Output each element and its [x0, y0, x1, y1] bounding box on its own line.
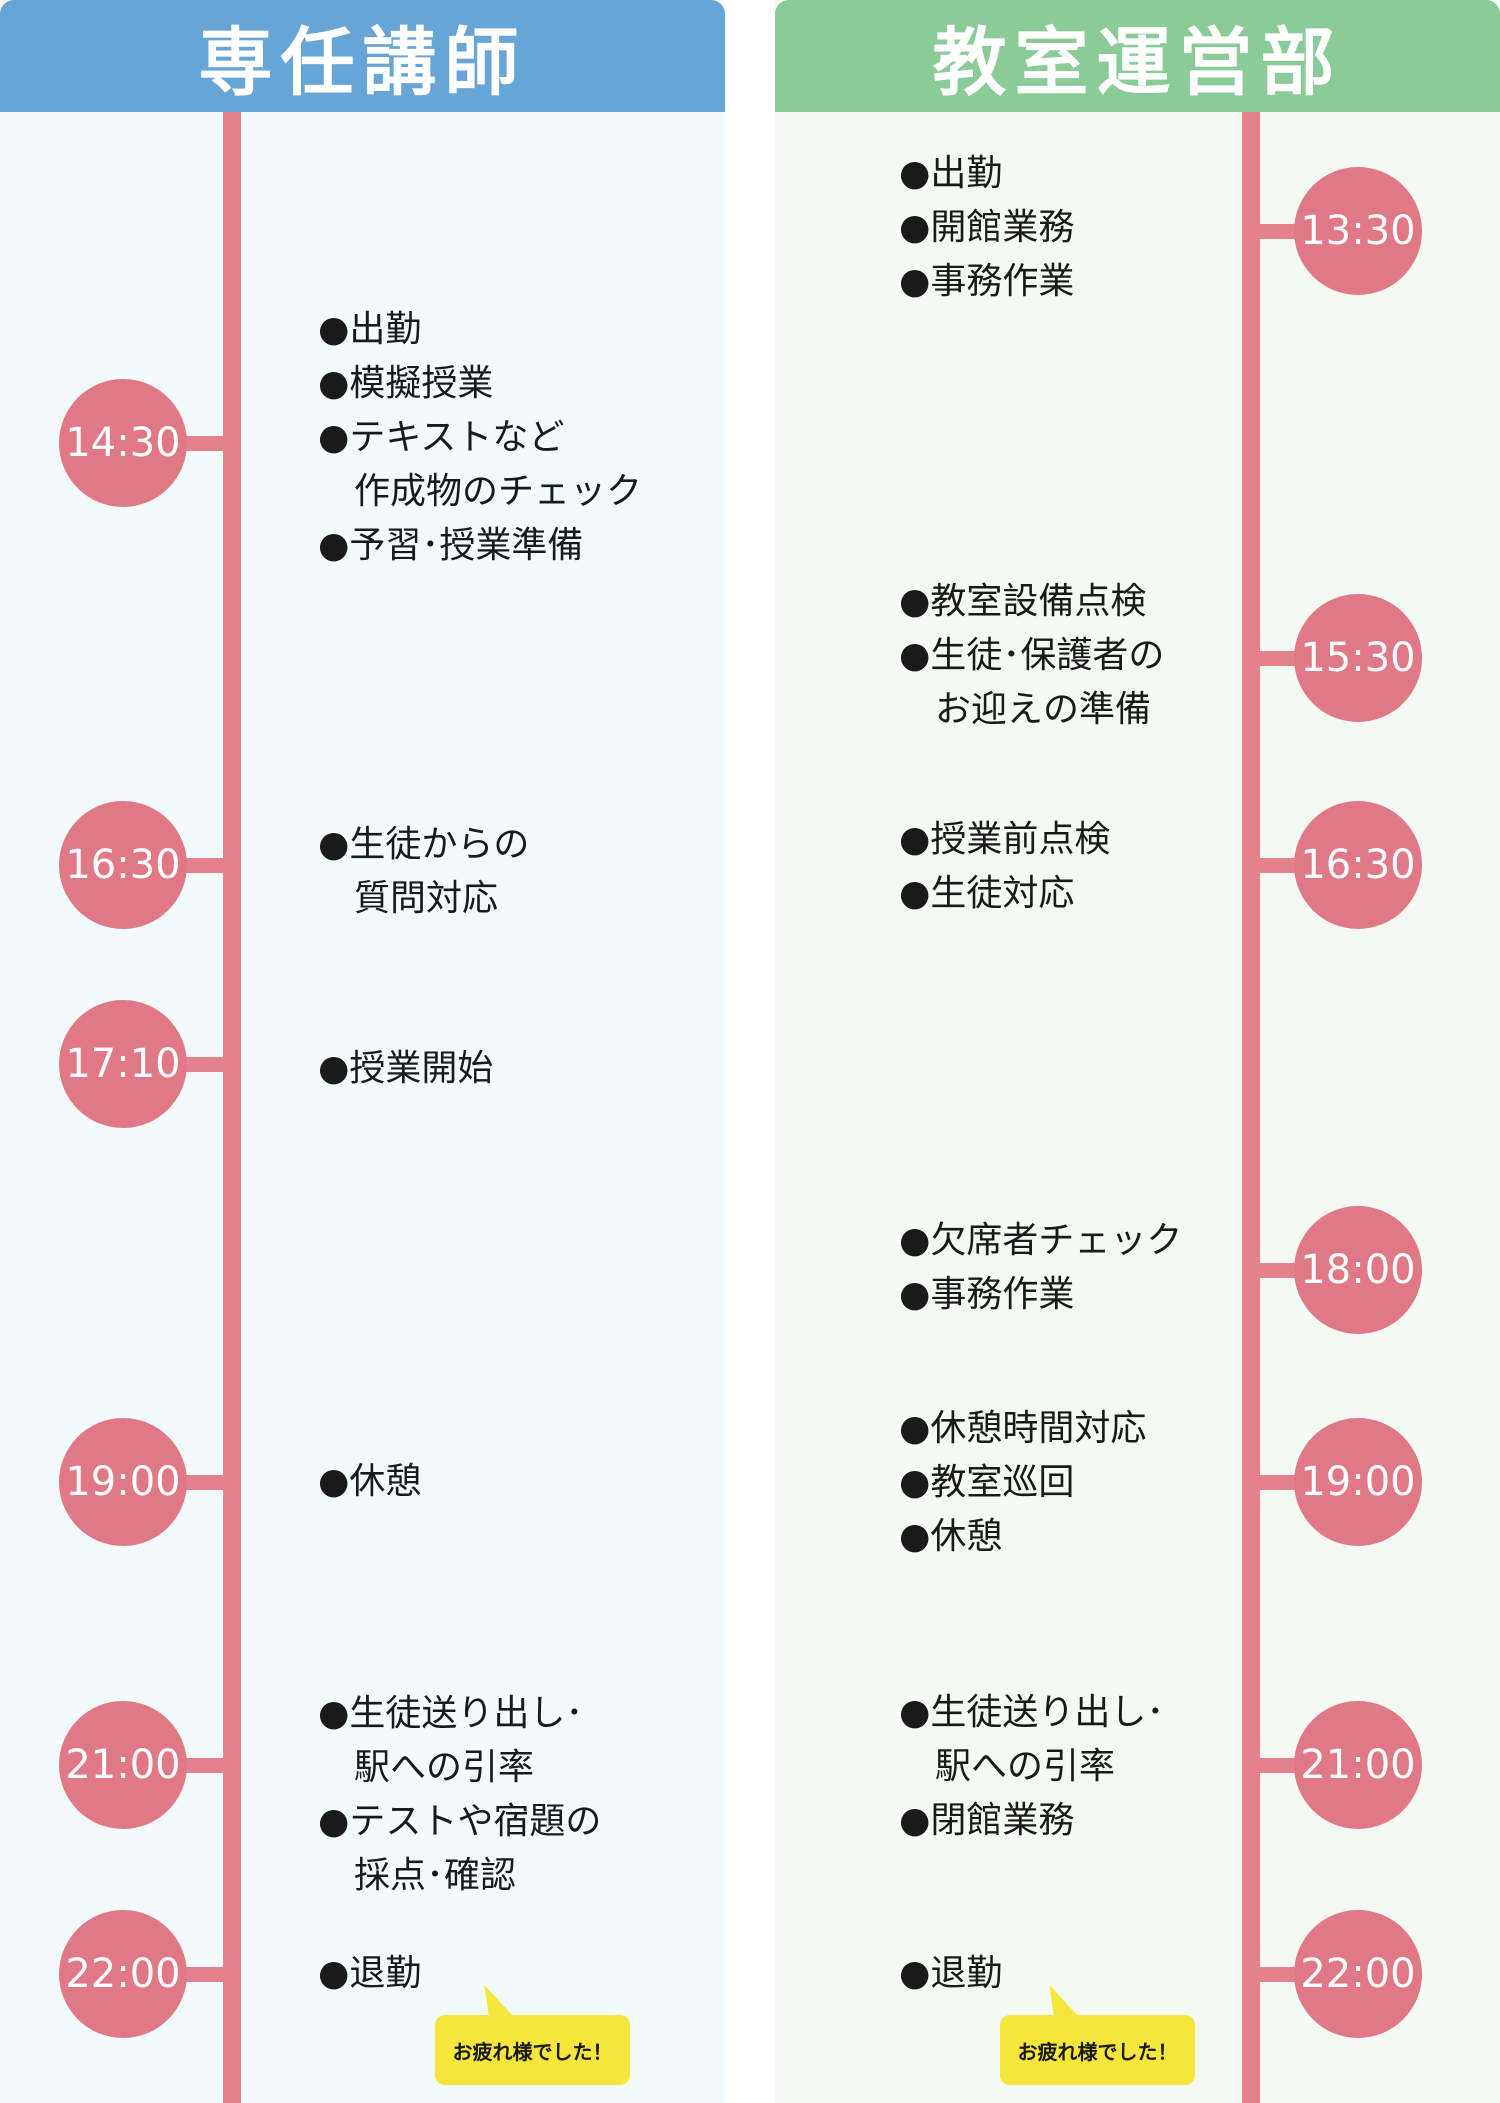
- left-time-connector: [180, 1758, 225, 1773]
- right-time-badge: 19:00: [1294, 1418, 1422, 1546]
- task-item: ●生徒送り出し･: [318, 1693, 584, 1734]
- task-item: ●出勤: [899, 153, 1003, 194]
- right-time-badge: 13:30: [1294, 167, 1422, 295]
- left-time-badge: 19:00: [59, 1418, 187, 1546]
- task-item: ●出勤: [318, 309, 422, 350]
- right-time-connector: [1258, 1475, 1302, 1490]
- task-item: ●退勤: [318, 1953, 422, 1994]
- task-item: ●生徒からの: [318, 824, 530, 865]
- right-task-list: ●休憩時間対応 ●教室巡回 ●休憩: [899, 1402, 1146, 1564]
- left-time-badge: 22:00: [59, 1910, 187, 2038]
- right-time-connector: [1258, 858, 1302, 873]
- left-time-connector: [180, 436, 225, 451]
- task-item: ●休憩: [899, 1516, 1003, 1557]
- right-time-connector: [1258, 224, 1302, 239]
- task-item: ●欠席者チェック: [899, 1220, 1183, 1261]
- task-item: ●生徒送り出し･: [899, 1692, 1165, 1733]
- task-item: ●生徒対応: [899, 873, 1075, 914]
- right-time-badge: 16:30: [1294, 801, 1422, 929]
- right-task-list: ●退勤: [899, 1947, 1002, 2001]
- task-item: ●休憩: [318, 1461, 422, 1502]
- left-speech-bubble: お疲れ様でした！: [435, 2015, 630, 2085]
- task-item: ●事務作業: [899, 261, 1075, 302]
- task-item: ●模擬授業: [318, 363, 494, 404]
- right-task-list: ●教室設備点検 ●生徒･保護者のお迎えの準備: [899, 575, 1164, 737]
- left-time-badge: 17:10: [59, 1000, 187, 1128]
- task-item: 採点･確認: [354, 1855, 517, 1896]
- right-time-badge: 22:00: [1294, 1910, 1422, 2038]
- task-item: ●閉館業務: [899, 1800, 1075, 1841]
- task-item: ●授業前点検: [899, 819, 1111, 860]
- task-item: 作成物のチェック: [354, 471, 643, 512]
- left-time-badge: 16:30: [59, 801, 187, 929]
- task-item: 駅への引率: [354, 1747, 535, 1788]
- task-item: ●教室設備点検: [899, 581, 1147, 622]
- right-time-badge: 18:00: [1294, 1206, 1422, 1334]
- left-time-connector: [180, 1967, 225, 1982]
- task-item: ●授業開始: [318, 1048, 494, 1089]
- left-time-badge: 21:00: [59, 1701, 187, 1829]
- right-task-list: ●出勤 ●開館業務 ●事務作業: [899, 147, 1074, 309]
- left-task-list: ●出勤 ●模擬授業 ●テキストなど作成物のチェック ●予習･授業準備: [318, 303, 642, 573]
- left-time-connector: [180, 1057, 225, 1072]
- right-speech-bubble: お疲れ様でした！: [1000, 2015, 1195, 2085]
- task-item: ●開館業務: [899, 207, 1075, 248]
- right-time-badge: 21:00: [1294, 1701, 1422, 1829]
- right-time-connector: [1258, 1263, 1302, 1278]
- right-task-list: ●生徒送り出し･ 駅への引率 ●閉館業務: [899, 1686, 1164, 1848]
- task-item: ●予習･授業準備: [318, 525, 584, 566]
- task-item: ●テストや宿題の: [318, 1801, 602, 1842]
- task-item: ●生徒･保護者の: [899, 635, 1165, 676]
- left-task-list: ●休憩: [318, 1455, 421, 1509]
- task-item: ●事務作業: [899, 1274, 1075, 1315]
- left-timeline-line: [223, 112, 241, 2103]
- task-item: お迎えの準備: [935, 689, 1152, 730]
- right-timeline-line: [1242, 112, 1260, 2103]
- task-item: ●テキストなど: [318, 417, 565, 458]
- task-item: 駅への引率: [935, 1746, 1116, 1787]
- left-time-connector: [180, 858, 225, 873]
- right-column-title: 教室運営部: [775, 0, 1500, 112]
- right-task-list: ●欠席者チェック ●事務作業: [899, 1214, 1182, 1322]
- right-time-connector: [1258, 1758, 1302, 1773]
- right-time-connector: [1258, 1967, 1302, 1982]
- right-task-list: ●授業前点検 ●生徒対応: [899, 813, 1110, 921]
- right-time-connector: [1258, 651, 1302, 666]
- left-column-title: 専任講師: [0, 0, 725, 112]
- task-item: ●教室巡回: [899, 1462, 1075, 1503]
- left-time-badge: 14:30: [59, 379, 187, 507]
- left-column: 専任講師 14:30 16:30 17:10 19:00 21:00 22:00 ●出勤 ●模…: [0, 0, 725, 2103]
- left-task-list: ●退勤: [318, 1947, 421, 2001]
- right-time-badge: 15:30: [1294, 594, 1422, 722]
- task-item: 質問対応: [354, 878, 499, 919]
- left-task-list: ●授業開始: [318, 1042, 493, 1096]
- left-task-list: ●生徒送り出し･ 駅への引率 ●テストや宿題の採点･確認: [318, 1687, 601, 1903]
- right-column: 教室運営部 13:30 15:30 16:30 18:00 19:00 21:00 22:0…: [775, 0, 1500, 2103]
- task-item: ●退勤: [899, 1953, 1003, 1994]
- task-item: ●休憩時間対応: [899, 1408, 1147, 1449]
- left-task-list: ●生徒からの質問対応: [318, 818, 529, 926]
- left-time-connector: [180, 1475, 225, 1490]
